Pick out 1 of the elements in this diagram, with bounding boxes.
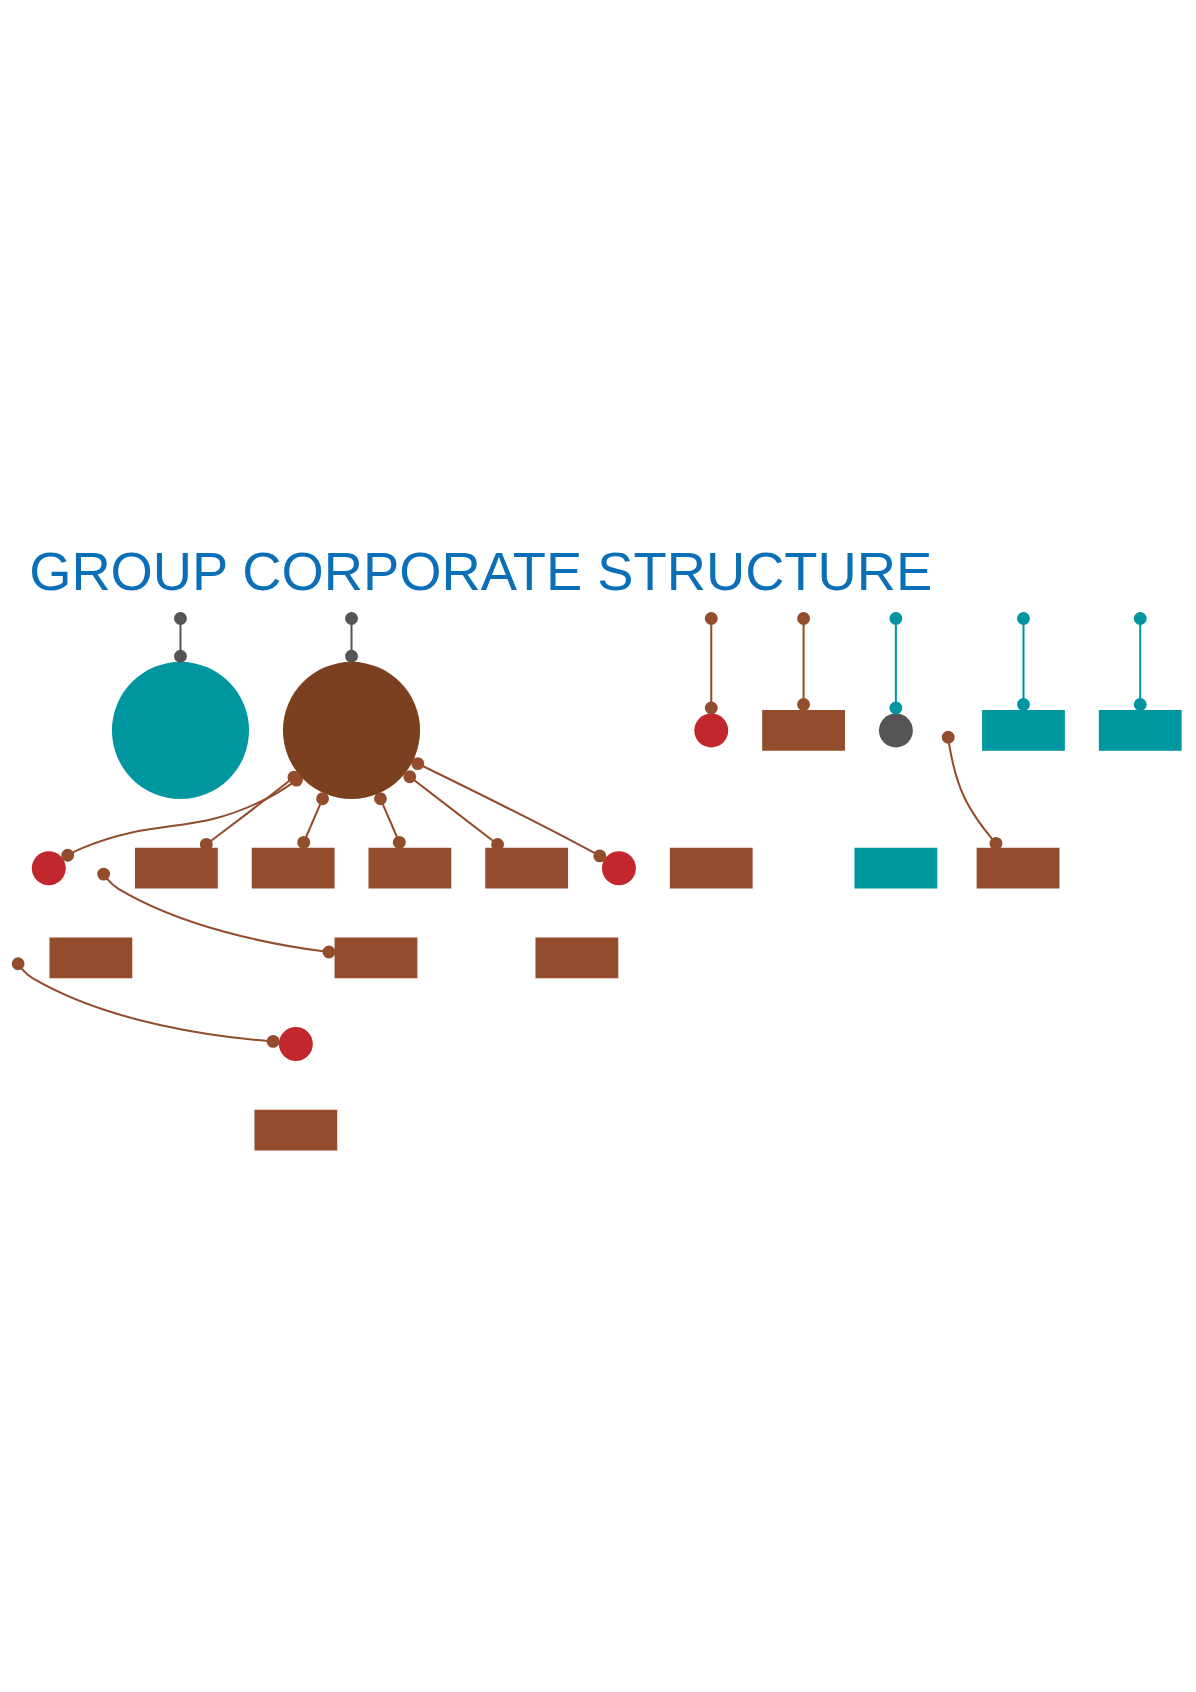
diagram-title: GROUP CORPORATE STRUCTURE — [29, 541, 933, 603]
